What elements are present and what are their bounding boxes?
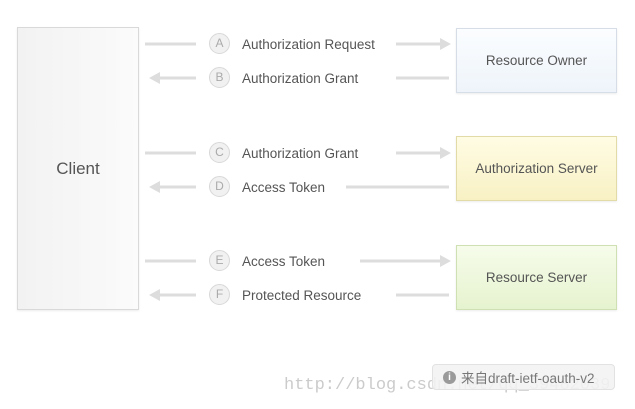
step-a-label: Authorization Request bbox=[242, 37, 375, 52]
resource-owner-label: Resource Owner bbox=[485, 53, 588, 68]
step-e-label: Access Token bbox=[242, 254, 326, 269]
step-a-badge: A bbox=[209, 33, 230, 54]
step-d-badge: D bbox=[209, 176, 230, 197]
step-b-badge: B bbox=[209, 67, 230, 88]
client-box: Client bbox=[17, 27, 139, 310]
arrow-c-head bbox=[440, 147, 451, 159]
resource-server-label: Resource Server bbox=[485, 270, 588, 285]
step-f-badge: F bbox=[209, 284, 230, 305]
authorization-server-label: Authorization Server bbox=[475, 161, 598, 176]
source-tag: i 来自draft-ietf-oauth-v2 bbox=[432, 364, 615, 390]
resource-owner-box: Resource Owner bbox=[456, 28, 617, 93]
resource-server-box: Resource Server bbox=[456, 245, 617, 310]
step-b-label: Authorization Grant bbox=[242, 71, 359, 86]
arrow-b-head bbox=[149, 72, 160, 84]
step-e-badge: E bbox=[209, 250, 230, 271]
arrow-d-head bbox=[149, 181, 160, 193]
step-c-label: Authorization Grant bbox=[242, 146, 359, 161]
source-tag-text: 来自draft-ietf-oauth-v2 bbox=[461, 371, 595, 386]
arrow-f-head bbox=[149, 289, 160, 301]
step-d-label: Access Token bbox=[242, 180, 326, 195]
client-label: Client bbox=[56, 158, 100, 178]
info-icon: i bbox=[443, 370, 456, 384]
arrow-e-head bbox=[440, 255, 451, 267]
arrow-a-head bbox=[440, 38, 451, 50]
step-c-badge: C bbox=[209, 142, 230, 163]
step-f-label: Protected Resource bbox=[242, 288, 362, 303]
authorization-server-box: Authorization Server bbox=[456, 136, 617, 201]
